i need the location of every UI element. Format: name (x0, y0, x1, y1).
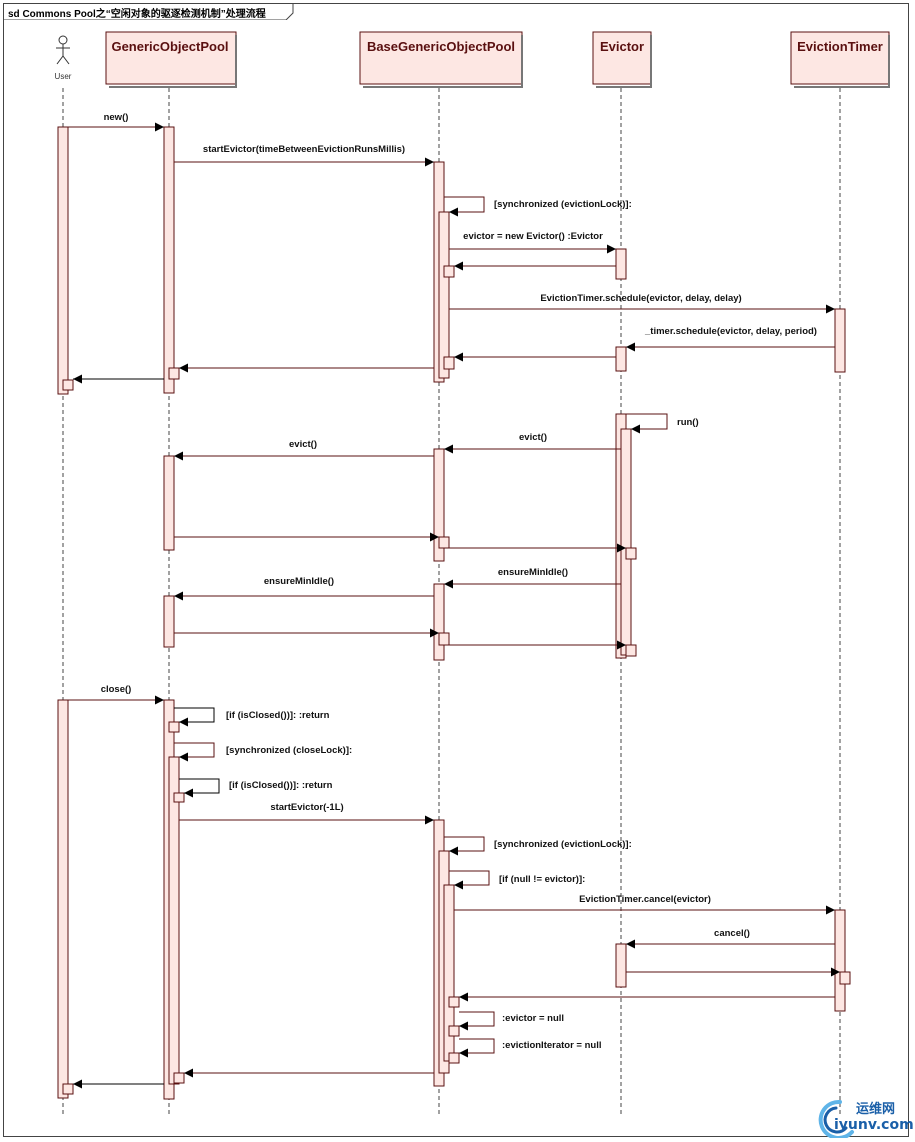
frame-title-tab (3, 3, 294, 20)
msg-label: cancel() (714, 928, 750, 939)
msg-label: run() (677, 417, 699, 428)
msg-if-closed-1 (174, 707, 215, 727)
msg-sync-eviction-lock (444, 196, 485, 217)
msg-if-closed-2 (179, 778, 220, 798)
watermark-text-cn: 运维网 (856, 1102, 896, 1117)
activation-boxes (57, 126, 851, 1100)
msg-label: EvictionTimer.cancel(evictor) (579, 894, 711, 905)
msg-sync-close-lock (174, 742, 215, 762)
msg-label: ensureMinIdle() (264, 576, 334, 587)
msg-run (626, 413, 668, 434)
msg-label: evict() (289, 439, 317, 450)
lifeline-head-eviction-timer: EvictionTimer (797, 39, 883, 54)
msg-label: [synchronized (closeLock)]: (226, 745, 352, 756)
msg-iterator-null (459, 1038, 495, 1058)
watermark-text-en: iyunv.com (834, 1117, 914, 1133)
lifeline-heads (105, 31, 890, 88)
msg-label: startEvictor(timeBetweenEvictionRunsMill… (203, 144, 405, 155)
msg-evictor-null (459, 1011, 495, 1031)
msg-label: close() (101, 684, 132, 695)
watermark-logo-icon (818, 1099, 854, 1138)
msg-label: [synchronized (evictionLock)]: (494, 199, 632, 210)
msg-label: :evictionIterator = null (502, 1040, 602, 1051)
msg-label: evictor = new Evictor() :Evictor (463, 231, 603, 242)
lifeline-head-generic-object-pool: GenericObjectPool (111, 39, 228, 54)
diagram-frame (3, 3, 909, 1137)
msg-sync-eviction-lock-2 (444, 836, 485, 856)
msg-label: _timer.schedule(evictor, delay, period) (644, 326, 817, 337)
msg-label: [if (null != evictor)]: (499, 874, 585, 885)
lifeline-head-evictor: Evictor (600, 39, 644, 54)
actor-label: User (55, 72, 72, 81)
msg-label: startEvictor(-1L) (270, 802, 343, 813)
lifeline-head-base-generic-object-pool: BaseGenericObjectPool (367, 39, 515, 54)
msg-label: new() (104, 112, 129, 123)
msg-label: :evictor = null (502, 1013, 564, 1024)
message-labels: new() startEvictor(timeBetweenEvictionRu… (101, 112, 817, 1051)
user-actor-icon (56, 35, 70, 65)
frame-title: sd Commons Pool之“空闲对象的驱逐检测机制”处理流程 (8, 9, 266, 20)
msg-label: [synchronized (evictionLock)]: (494, 839, 632, 850)
msg-label: evict() (519, 432, 547, 443)
message-arrows (68, 122, 840, 1089)
msg-if-evictor-not-null (449, 870, 490, 890)
msg-label: [if (isClosed())]: :return (226, 710, 330, 721)
msg-label: EvictionTimer.schedule(evictor, delay, d… (540, 293, 741, 304)
msg-label: [if (isClosed())]: :return (229, 780, 333, 791)
msg-label: ensureMinIdle() (498, 567, 568, 578)
